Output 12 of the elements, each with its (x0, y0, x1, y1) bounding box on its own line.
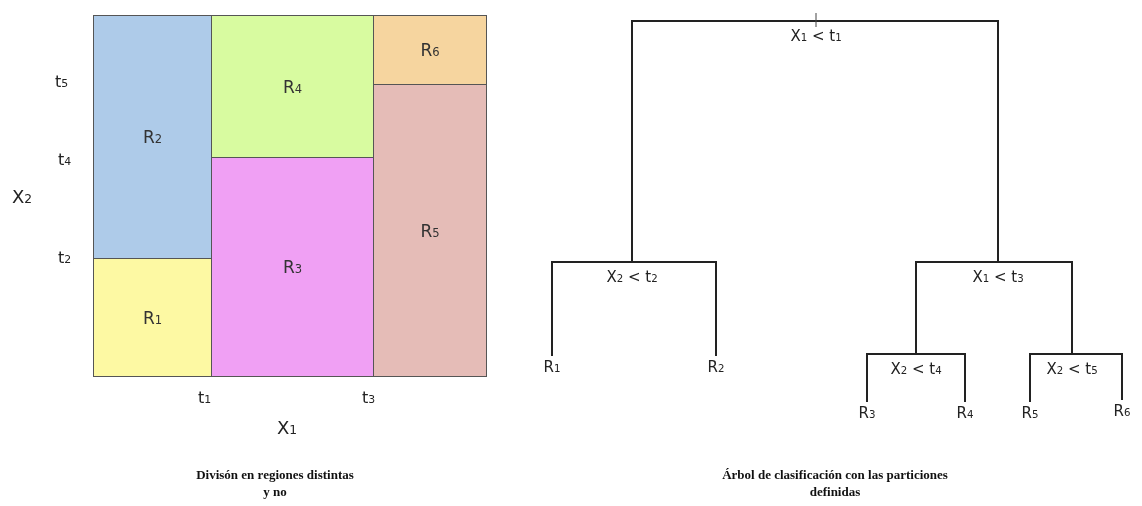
tree-branch (1029, 353, 1073, 403)
tree-branch (997, 261, 1073, 355)
tree-branch (915, 353, 966, 403)
tree-branch (551, 261, 633, 357)
tree-branch (866, 353, 917, 403)
caption: Árbol de clasificación con las particiones definidas (721, 466, 949, 500)
tree-branch (631, 20, 817, 263)
tree-branch (1071, 353, 1123, 401)
tree-branch (631, 261, 717, 357)
tree-branch (815, 20, 999, 263)
tree-branch (915, 261, 999, 355)
caption: Divisón en regiones distintas y no (195, 466, 355, 500)
